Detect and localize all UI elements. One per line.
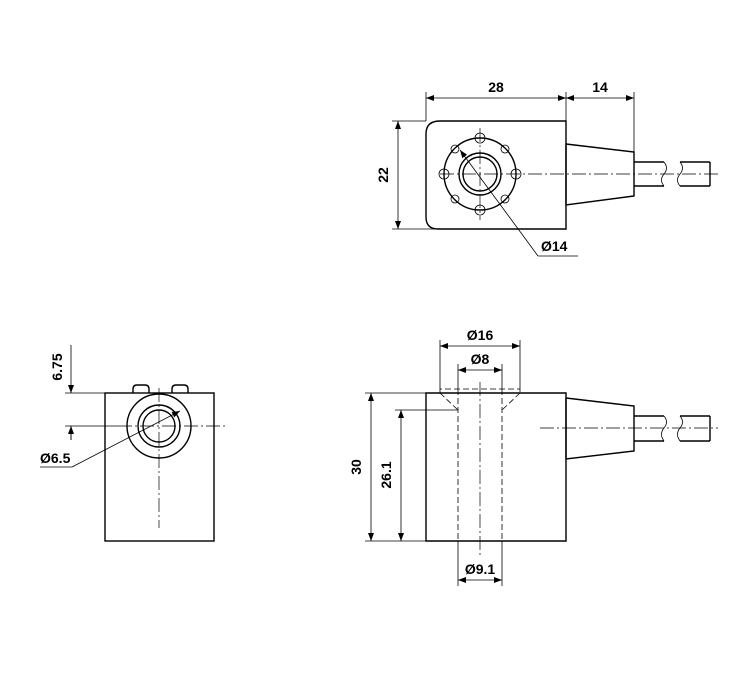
top-view-pin-holes bbox=[438, 132, 522, 216]
dim-top-height: 22 bbox=[375, 167, 391, 183]
top-view-cable-boot bbox=[565, 143, 635, 206]
dim-front-height: 30 bbox=[348, 459, 364, 475]
dim-top-hole-diameter: Ø14 bbox=[541, 238, 568, 254]
front-view-cable bbox=[634, 415, 711, 442]
dim-front-inner-diameter: Ø8 bbox=[471, 351, 490, 367]
leader-top-hole bbox=[459, 149, 539, 257]
front-view-hidden-chamfer bbox=[439, 392, 521, 411]
dim-side-hole-diameter: Ø6.5 bbox=[40, 450, 71, 466]
dim-front-inner-height: 26.1 bbox=[378, 461, 394, 488]
dim-top-width: 28 bbox=[488, 79, 504, 95]
front-view-hidden-bore-outer bbox=[457, 389, 503, 541]
front-view-cable-boot bbox=[565, 397, 635, 460]
leader-side-hole bbox=[71, 410, 181, 468]
side-view-top-pins bbox=[132, 384, 189, 393]
dim-side-offset: 6.75 bbox=[49, 353, 65, 380]
top-view-cable bbox=[634, 161, 711, 187]
side-view-body bbox=[104, 392, 215, 542]
side-view: 6.75 Ø6.5 bbox=[40, 345, 225, 542]
front-view-cable-break bbox=[661, 415, 683, 442]
front-view-body bbox=[425, 392, 567, 542]
front-view: Ø16 Ø8 30 26.1 Ø9.1 bbox=[348, 327, 718, 586]
top-view-body bbox=[425, 120, 567, 230]
dim-front-bottom-diameter: Ø9.1 bbox=[465, 561, 496, 577]
dim-top-cable: 14 bbox=[592, 79, 608, 95]
top-view: 28 14 22 Ø14 bbox=[375, 79, 718, 257]
dim-front-outer-diameter: Ø16 bbox=[467, 327, 494, 343]
front-view-hidden-boss bbox=[439, 388, 521, 393]
